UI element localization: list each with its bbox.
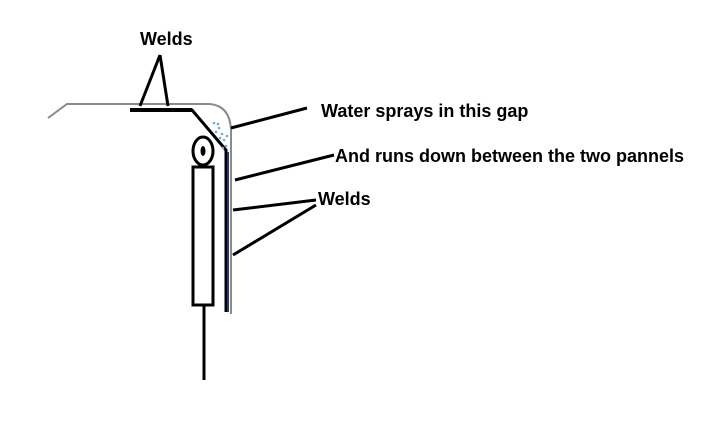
water-gap-leader (230, 106, 308, 130)
weld-top-leader-right (158, 54, 170, 107)
outer-panel-outline (47, 103, 232, 314)
weld-side-leader-upper (232, 198, 317, 212)
weld-side-leader-lower (232, 203, 317, 257)
water-gap-label: Water sprays in this gap (321, 101, 528, 121)
post-rectangle (191, 165, 215, 307)
welds-top-label: Welds (140, 29, 193, 49)
runs-down-leader (234, 153, 335, 182)
roller-hub (200, 146, 206, 156)
inner-panel (185, 108, 228, 312)
water-spray (212, 121, 229, 150)
runs-down-label: And runs down between the two pannels (335, 146, 684, 166)
welds-side-label: Welds (318, 189, 371, 209)
weld-top-leader-left (138, 54, 162, 107)
